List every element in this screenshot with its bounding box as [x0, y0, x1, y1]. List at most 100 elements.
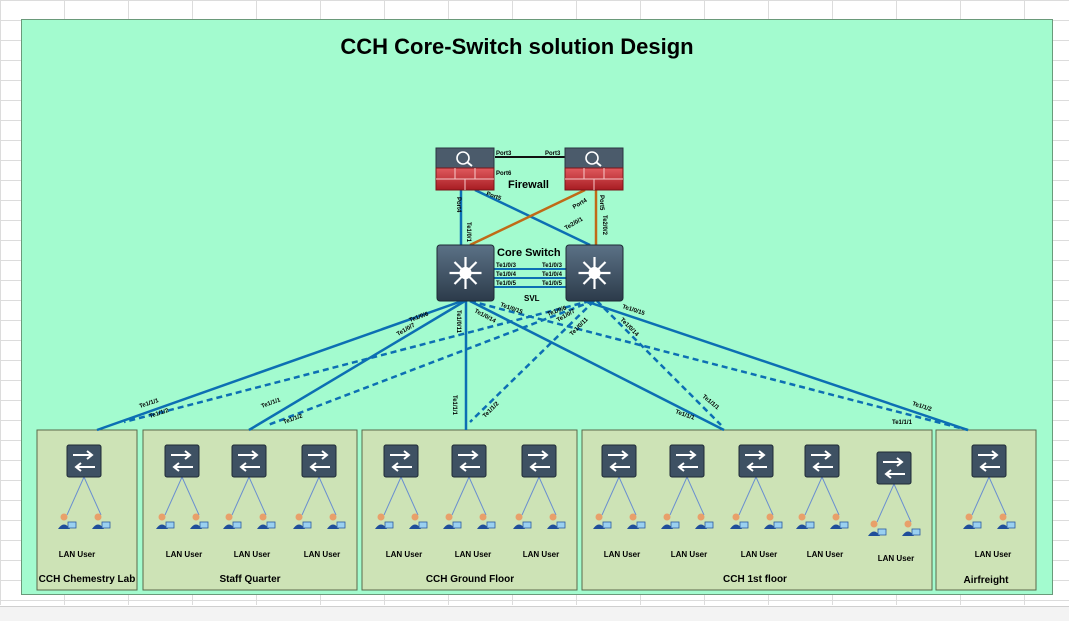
port-label: Te1/0/1	[465, 222, 471, 243]
port-label: Te1/0/5	[542, 281, 563, 287]
port-label: Te2/0/1	[564, 216, 585, 231]
room-name-first-floor: CCH 1st floor	[723, 574, 787, 585]
port-label: Port5	[598, 195, 604, 211]
link-fwr-corel	[469, 188, 586, 247]
port-label: Te2/0/2	[601, 215, 607, 236]
user-link	[821, 476, 840, 516]
user-link	[738, 476, 757, 516]
user-link	[601, 476, 620, 516]
port-label: Port4	[572, 198, 589, 211]
link-corel-chem	[96, 299, 463, 432]
port-label: Te1/0/3	[496, 263, 517, 269]
firewall-label: Firewall	[508, 179, 549, 191]
user-link	[231, 476, 250, 516]
lan-user-label: LAN User	[878, 554, 914, 563]
link-corer-ground	[469, 300, 595, 423]
lan-user-icon	[477, 513, 496, 529]
user-link	[686, 476, 705, 516]
access-switch-icon	[971, 444, 1007, 478]
access-switch-icon	[231, 444, 267, 478]
room-labels: CCH Chemestry Lab Staff Quarter CCH Grou…	[39, 574, 1010, 586]
firewall-icon	[564, 147, 624, 191]
access-switch-icon	[876, 451, 912, 485]
user-link	[468, 476, 487, 516]
access-switch-icon	[301, 444, 337, 478]
port-label: Port5	[485, 191, 502, 202]
lan-user-icon	[293, 513, 312, 529]
room-name-staff-quarter: Staff Quarter	[219, 574, 280, 585]
user-link	[893, 483, 912, 523]
firewall-icon	[435, 147, 495, 191]
lan-user-icon	[58, 513, 77, 529]
lan-user-icon	[513, 513, 532, 529]
user-link	[755, 476, 774, 516]
lan-user-label: LAN User	[807, 550, 843, 559]
core-switch-right	[565, 244, 624, 302]
lan-user-icon	[593, 513, 612, 529]
link-fwl-corer	[474, 188, 591, 247]
room-name-ground-floor: CCH Ground Floor	[426, 574, 514, 585]
svl-links	[494, 268, 567, 288]
access-layer: LAN User LAN User LAN User LAN User LAN User…	[58, 444, 1016, 563]
user-link	[400, 476, 419, 516]
access-switch-icon	[383, 444, 419, 478]
lan-user-icon	[830, 513, 849, 529]
core-switch-left	[436, 244, 495, 302]
access-switch-icon	[521, 444, 557, 478]
user-link	[164, 476, 183, 516]
port-labels: Port3 Port3 Port6 Port5 Port4 Port4 Port…	[139, 151, 933, 426]
lan-user-label: LAN User	[671, 550, 707, 559]
diagram-title: CCH Core-Switch solution Design	[340, 34, 694, 59]
lan-user-icon	[730, 513, 749, 529]
access-switch-icon	[451, 444, 487, 478]
lan-user-icon	[997, 513, 1016, 529]
user-link	[988, 476, 1007, 516]
access-switch-icon	[66, 444, 102, 478]
user-link	[618, 476, 637, 516]
firewall-left	[435, 147, 495, 191]
user-link	[248, 476, 267, 516]
link-corel-staff	[248, 299, 466, 432]
user-link	[971, 476, 990, 516]
port-label: Port4	[455, 197, 461, 213]
lan-user-label: LAN User	[386, 550, 422, 559]
network-diagram: Firewall Core Switch SVL Port3 Port3 Por…	[36, 147, 1037, 591]
access-switch-icon	[601, 444, 637, 478]
port-label: Te1/1/1	[261, 397, 282, 410]
link-corer-air	[584, 299, 969, 432]
firewall-links	[459, 156, 598, 247]
port-label: Te1/1/1	[451, 395, 457, 416]
lan-user-label: LAN User	[59, 550, 95, 559]
core-switch-label: Core Switch	[497, 247, 561, 259]
lan-user-icon	[547, 513, 566, 529]
lan-user-label: LAN User	[741, 550, 777, 559]
lan-user-icon	[661, 513, 680, 529]
room-name-chemistry-lab: CCH Chemestry Lab	[39, 574, 136, 585]
lan-user-icon	[156, 513, 175, 529]
port-label: Port3	[496, 151, 512, 157]
lan-user-icon	[409, 513, 428, 529]
port-label: Port3	[545, 151, 561, 157]
lan-user-icon	[902, 520, 921, 536]
lan-user-icon	[257, 513, 276, 529]
lan-user-label: LAN User	[304, 550, 340, 559]
lan-user-icon	[695, 513, 714, 529]
user-link	[669, 476, 688, 516]
user-link	[318, 476, 337, 516]
user-link	[521, 476, 540, 516]
access-switch-icon	[164, 444, 200, 478]
link-corel-first	[469, 299, 725, 432]
access-switch-icon	[738, 444, 774, 478]
lan-user-label: LAN User	[604, 550, 640, 559]
user-link	[383, 476, 402, 516]
user-link	[83, 476, 102, 516]
user-link	[301, 476, 320, 516]
firewall-right	[564, 147, 624, 191]
sheet-bottom-bar	[0, 606, 1069, 621]
port-label: Te1/0/14	[473, 308, 497, 325]
lan-user-icon	[868, 520, 887, 536]
port-label: Te1/0/3	[542, 263, 563, 269]
port-label: Te1/0/14	[619, 317, 640, 338]
user-link	[181, 476, 200, 516]
user-link	[876, 483, 895, 523]
